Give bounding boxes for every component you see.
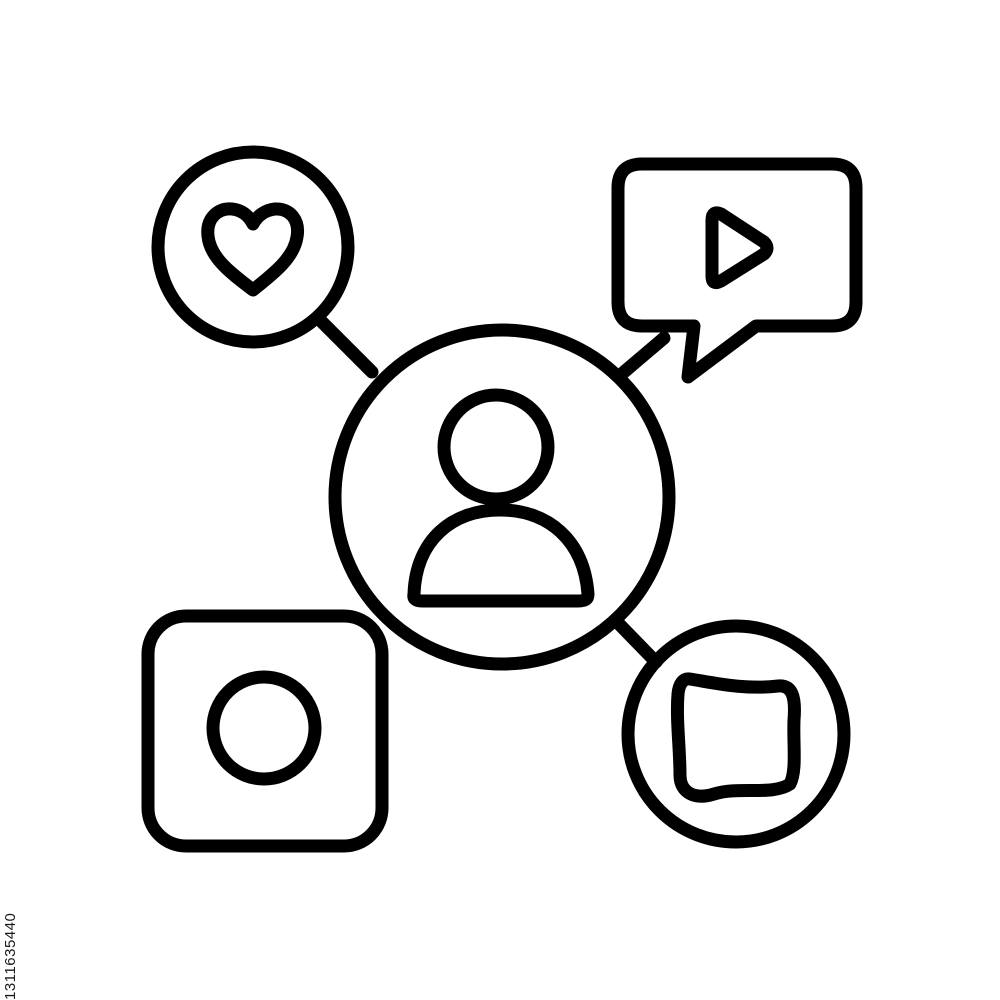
photo-frame-icon	[670, 672, 801, 803]
photo-circle	[621, 619, 851, 849]
video-message-node	[611, 157, 863, 384]
user-node	[328, 323, 676, 671]
connector-lines	[315, 315, 671, 669]
heart-circle	[151, 145, 355, 349]
connector-line-video	[617, 331, 671, 379]
user-head	[437, 388, 555, 506]
photo-node	[621, 619, 851, 849]
heart-node	[151, 145, 355, 349]
user-icon	[407, 388, 595, 608]
heart-icon	[201, 202, 305, 297]
speech-bubble	[611, 157, 863, 384]
user-circle	[328, 323, 676, 671]
play-icon	[705, 206, 774, 290]
connector-line-frame	[613, 618, 663, 669]
connector-line-heart	[315, 315, 379, 379]
user-body	[407, 503, 595, 608]
rounded-square	[141, 609, 389, 853]
camera-node	[141, 609, 389, 853]
lens-circle-icon	[206, 670, 322, 786]
stock-id-text: 1311635440	[2, 912, 19, 1000]
